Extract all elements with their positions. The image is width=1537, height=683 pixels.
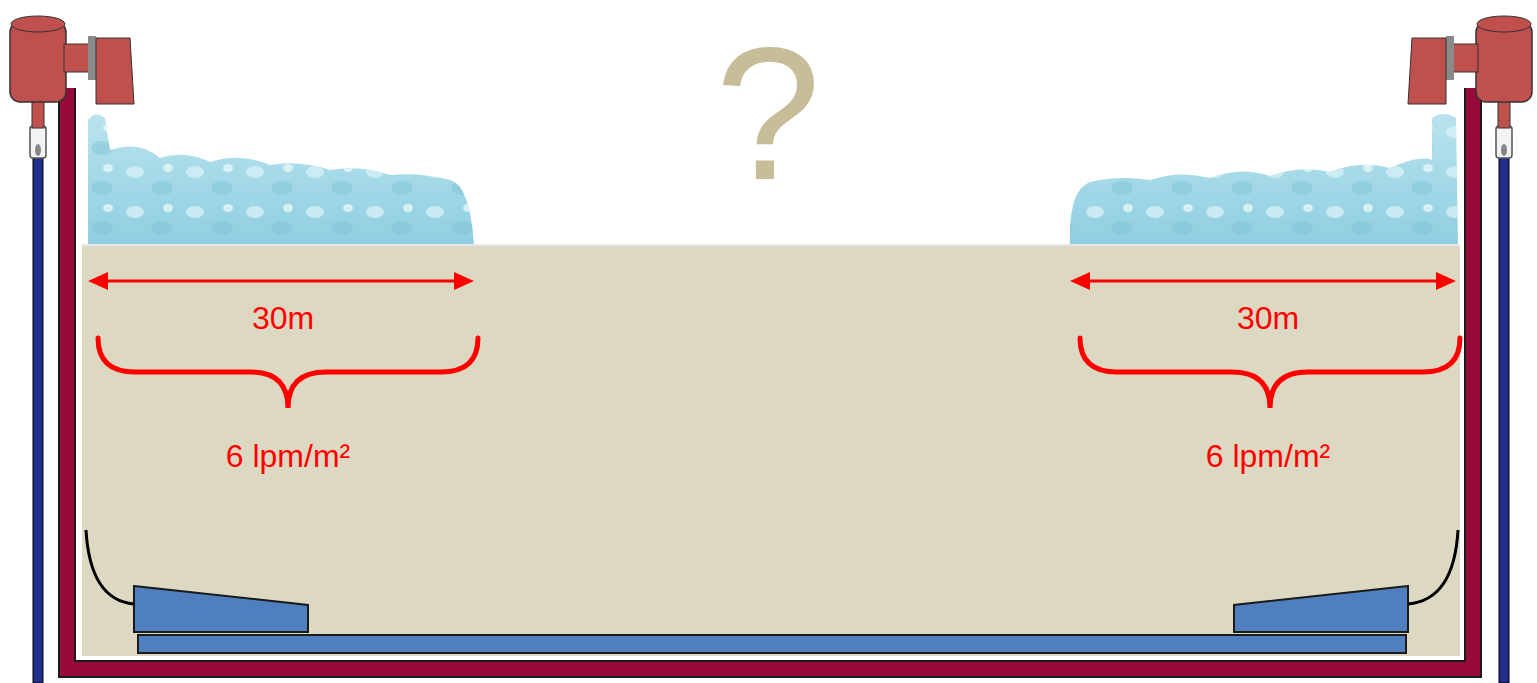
dimension-label: 30m [1237, 302, 1299, 334]
application-rate: 6 lpm/m² [226, 440, 350, 472]
question-mark: ? [715, 18, 821, 208]
application-rate: 6 lpm/m² [1206, 440, 1330, 472]
dimension-label: 30m [252, 302, 314, 334]
